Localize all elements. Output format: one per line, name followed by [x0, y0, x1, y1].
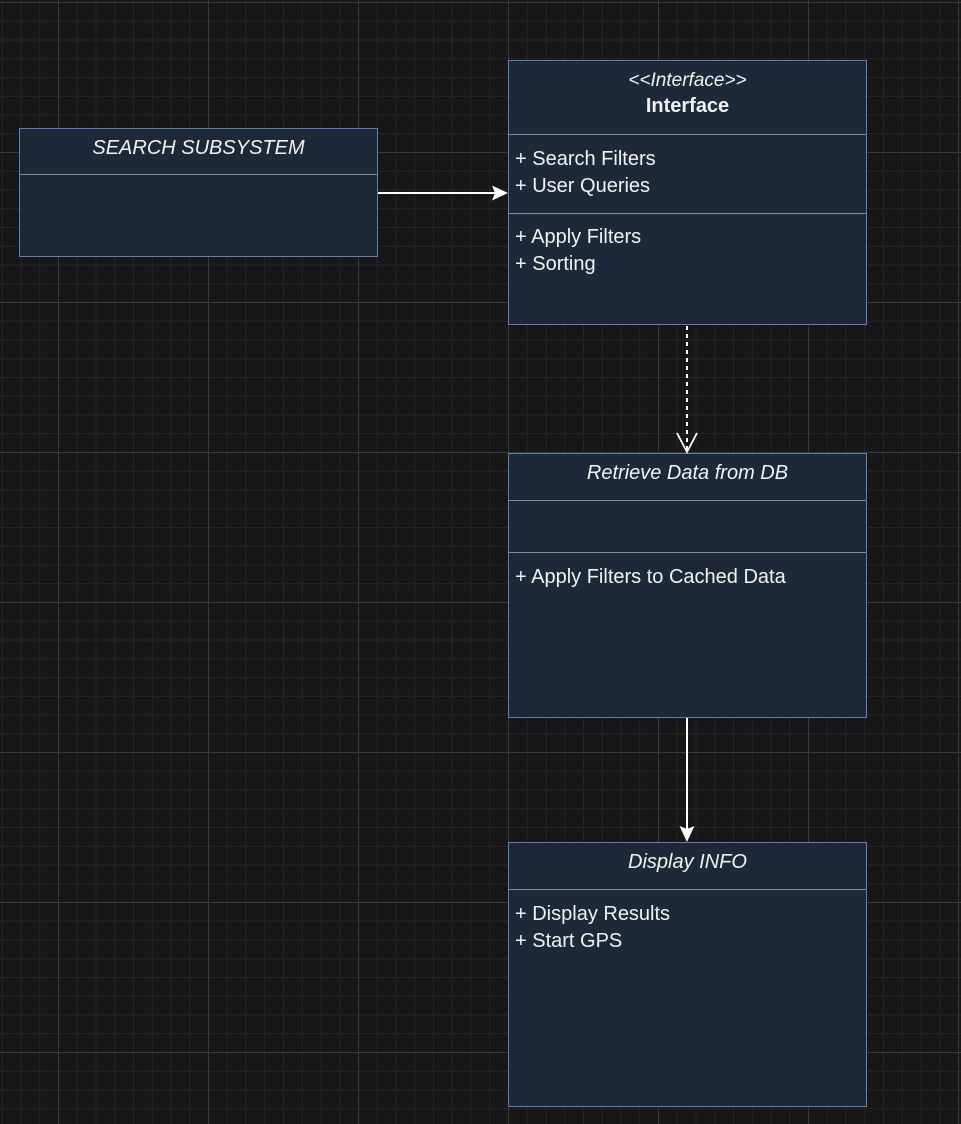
- interface-attributes: + Search Filters + User Queries: [509, 135, 866, 214]
- dependency-arrow-interface-to-retrieve[interactable]: [676, 326, 698, 454]
- interface-operations: + Apply Filters + Sorting: [509, 214, 866, 278]
- display-info-header: Display INFO: [509, 843, 866, 890]
- interface-operation: + Apply Filters: [515, 226, 642, 248]
- interface-title: Interface: [645, 95, 730, 117]
- interface-attribute: + Search Filters: [515, 148, 656, 170]
- association-arrow-search-to-interface[interactable]: [378, 185, 508, 201]
- display-info-operation: + Display Results: [515, 903, 671, 925]
- search-subsystem-header: SEARCH SUBSYSTEM: [20, 129, 377, 175]
- interface-attribute: + User Queries: [515, 175, 651, 197]
- retrieve-data-operations: + Apply Filters to Cached Data: [509, 553, 866, 591]
- display-info-title: Display INFO: [628, 851, 747, 873]
- association-arrow-retrieve-to-display[interactable]: [679, 718, 695, 842]
- search-subsystem-title: SEARCH SUBSYSTEM: [92, 137, 305, 159]
- interface-header: <<Interface>> Interface: [509, 61, 866, 135]
- interface-operation: + Sorting: [515, 253, 596, 275]
- retrieve-data-operation: + Apply Filters to Cached Data: [515, 566, 786, 588]
- retrieve-data-header: Retrieve Data from DB: [509, 454, 866, 501]
- display-info-operation: + Start GPS: [515, 930, 623, 952]
- search-subsystem-class[interactable]: SEARCH SUBSYSTEM: [19, 128, 378, 257]
- retrieve-data-class[interactable]: Retrieve Data from DB + Apply Filters to…: [508, 453, 867, 718]
- interface-stereotype: <<Interface>>: [628, 70, 747, 91]
- display-info-class[interactable]: Display INFO + Display Results + Start G…: [508, 842, 867, 1107]
- interface-class[interactable]: <<Interface>> Interface + Search Filters…: [508, 60, 867, 325]
- retrieve-data-attributes: [509, 501, 866, 553]
- retrieve-data-title: Retrieve Data from DB: [586, 462, 789, 484]
- display-info-operations: + Display Results + Start GPS: [509, 890, 866, 955]
